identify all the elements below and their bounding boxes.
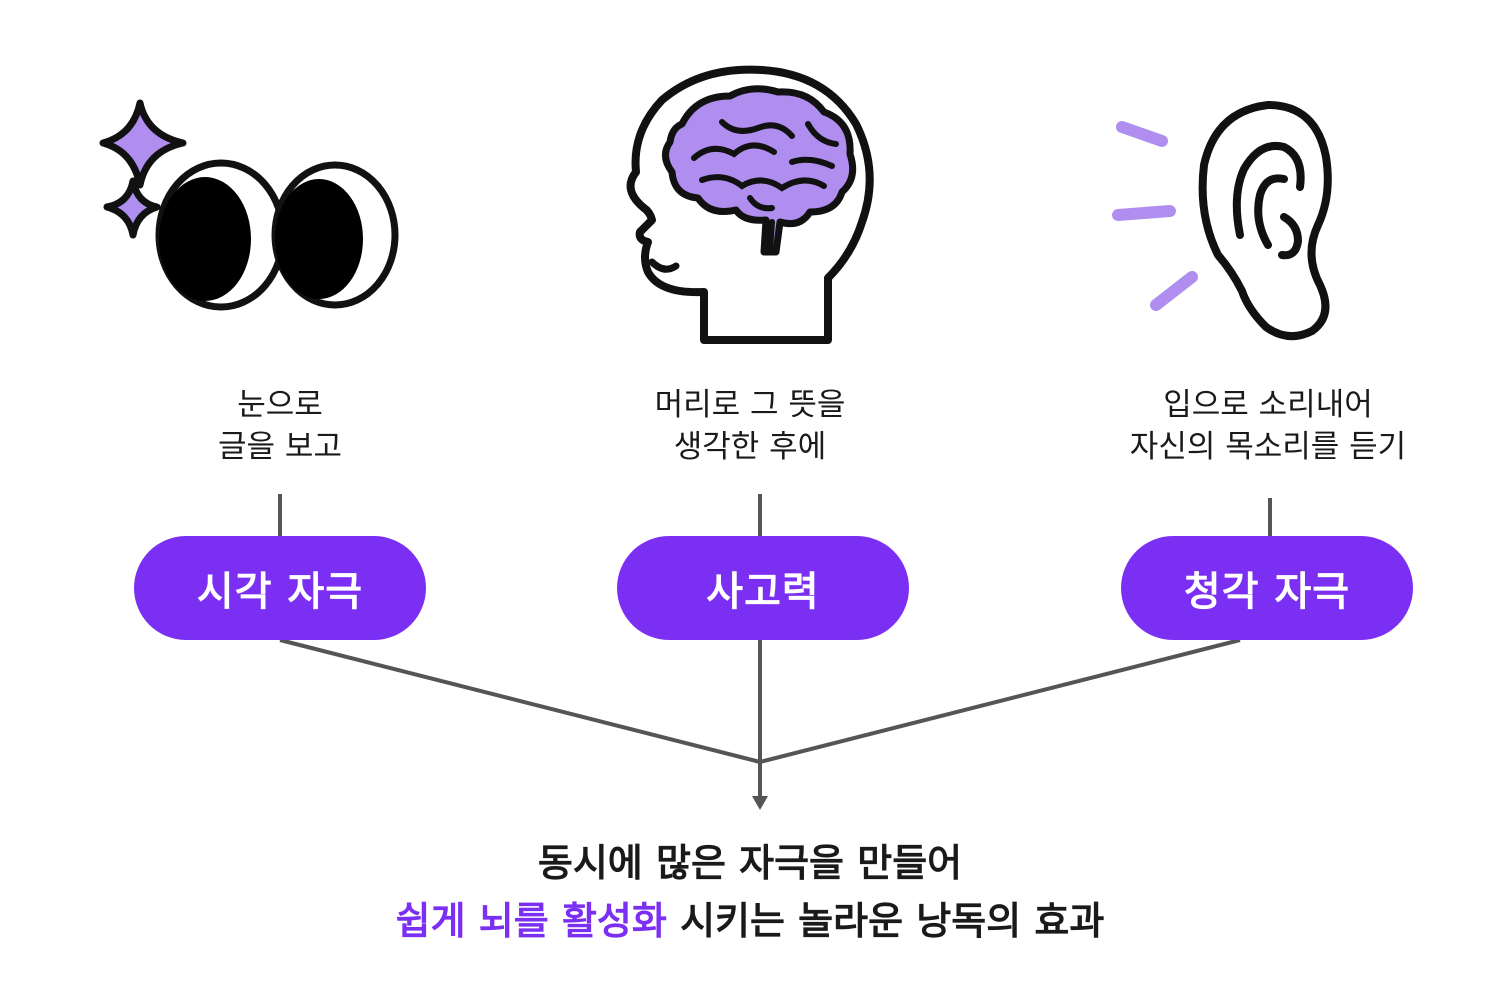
- pill-visual-stimulus: 시각 자극: [134, 536, 426, 640]
- summary-rest: 시키는 놀라운 낭독의 효과: [666, 899, 1105, 943]
- arrow-head-icon: [752, 796, 768, 810]
- caption-auditory-line2: 자신의 목소리를 듣기: [1129, 429, 1407, 465]
- caption-visual-line2: 글을 보고: [218, 429, 342, 465]
- pill-auditory-stimulus: 청각 자극: [1121, 536, 1413, 640]
- sound-wave-top: [1116, 121, 1168, 147]
- summary-highlight: 쉽게 뇌를 활성화: [395, 899, 667, 943]
- connector-merge-3: [759, 638, 1241, 764]
- pill-thinking: 사고력: [617, 536, 909, 640]
- caption-thinking-line1: 머리로 그 뜻을: [654, 387, 846, 423]
- caption-thinking-line2: 생각한 후에: [673, 429, 827, 465]
- caption-visual-line1: 눈으로: [237, 387, 323, 423]
- connector-merge-1: [279, 638, 761, 764]
- caption-thinking: 머리로 그 뜻을 생각한 후에: [550, 384, 950, 468]
- brain-head-icon: [626, 65, 874, 344]
- sound-wave-bottom: [1150, 271, 1198, 311]
- caption-auditory-line1: 입으로 소리내어: [1163, 387, 1373, 423]
- sparkle-large-icon: [99, 99, 187, 189]
- eyes-icon: [99, 99, 399, 311]
- caption-visual: 눈으로 글을 보고: [80, 384, 480, 468]
- caption-auditory: 입으로 소리내어 자신의 목소리를 듣기: [1068, 384, 1468, 468]
- sparkle-small-icon: [103, 177, 161, 239]
- ear-icon: [1112, 101, 1332, 341]
- summary-line2: 쉽게 뇌를 활성화 시키는 놀라운 낭독의 효과: [0, 892, 1500, 950]
- summary-line1: 동시에 많은 자극을 만들어: [537, 841, 963, 885]
- sound-wave-middle: [1112, 205, 1176, 221]
